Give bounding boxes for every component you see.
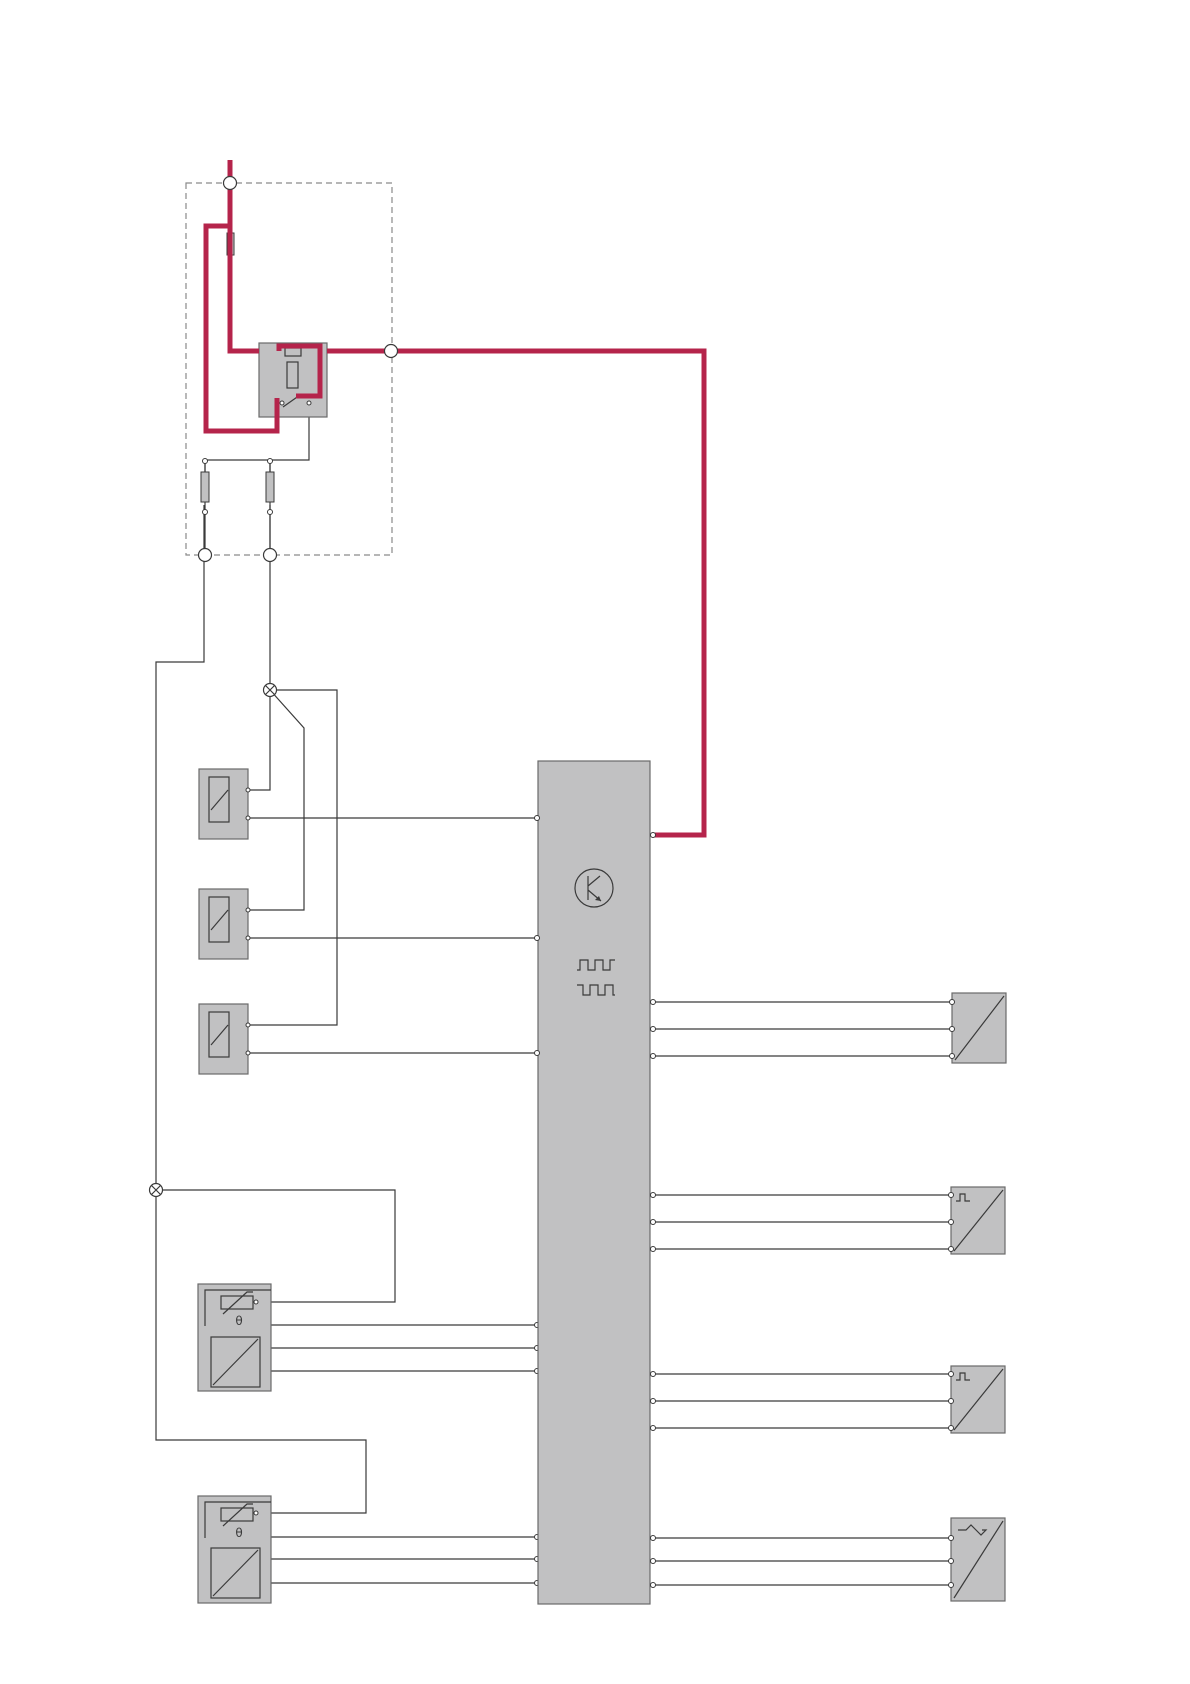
power-wires bbox=[206, 160, 704, 835]
thermistor-label: θ bbox=[235, 1314, 242, 1328]
control-module bbox=[535, 761, 656, 1604]
fuse-1 bbox=[201, 459, 209, 551]
fuse-2 bbox=[266, 459, 274, 551]
connector-node-top bbox=[224, 177, 237, 190]
splice-1 bbox=[264, 684, 277, 697]
connector-node-right bbox=[385, 345, 398, 358]
relay bbox=[259, 343, 327, 417]
solenoid-2 bbox=[199, 889, 250, 959]
sensor-r1 bbox=[950, 993, 1007, 1063]
connector-node-fuse-1 bbox=[199, 549, 212, 562]
temp-sensor-2: θ bbox=[198, 1496, 540, 1603]
sensor-r2 bbox=[949, 1187, 1006, 1254]
solenoid-3 bbox=[199, 1004, 250, 1074]
connector-node-fuse-2 bbox=[264, 549, 277, 562]
solenoid-1 bbox=[199, 769, 250, 839]
sensor-r3 bbox=[949, 1366, 1006, 1433]
thermistor-label: θ bbox=[235, 1526, 242, 1540]
temp-sensor-1: θ bbox=[198, 1284, 540, 1391]
sensor-r4 bbox=[949, 1518, 1006, 1601]
splice-2 bbox=[150, 1184, 163, 1197]
